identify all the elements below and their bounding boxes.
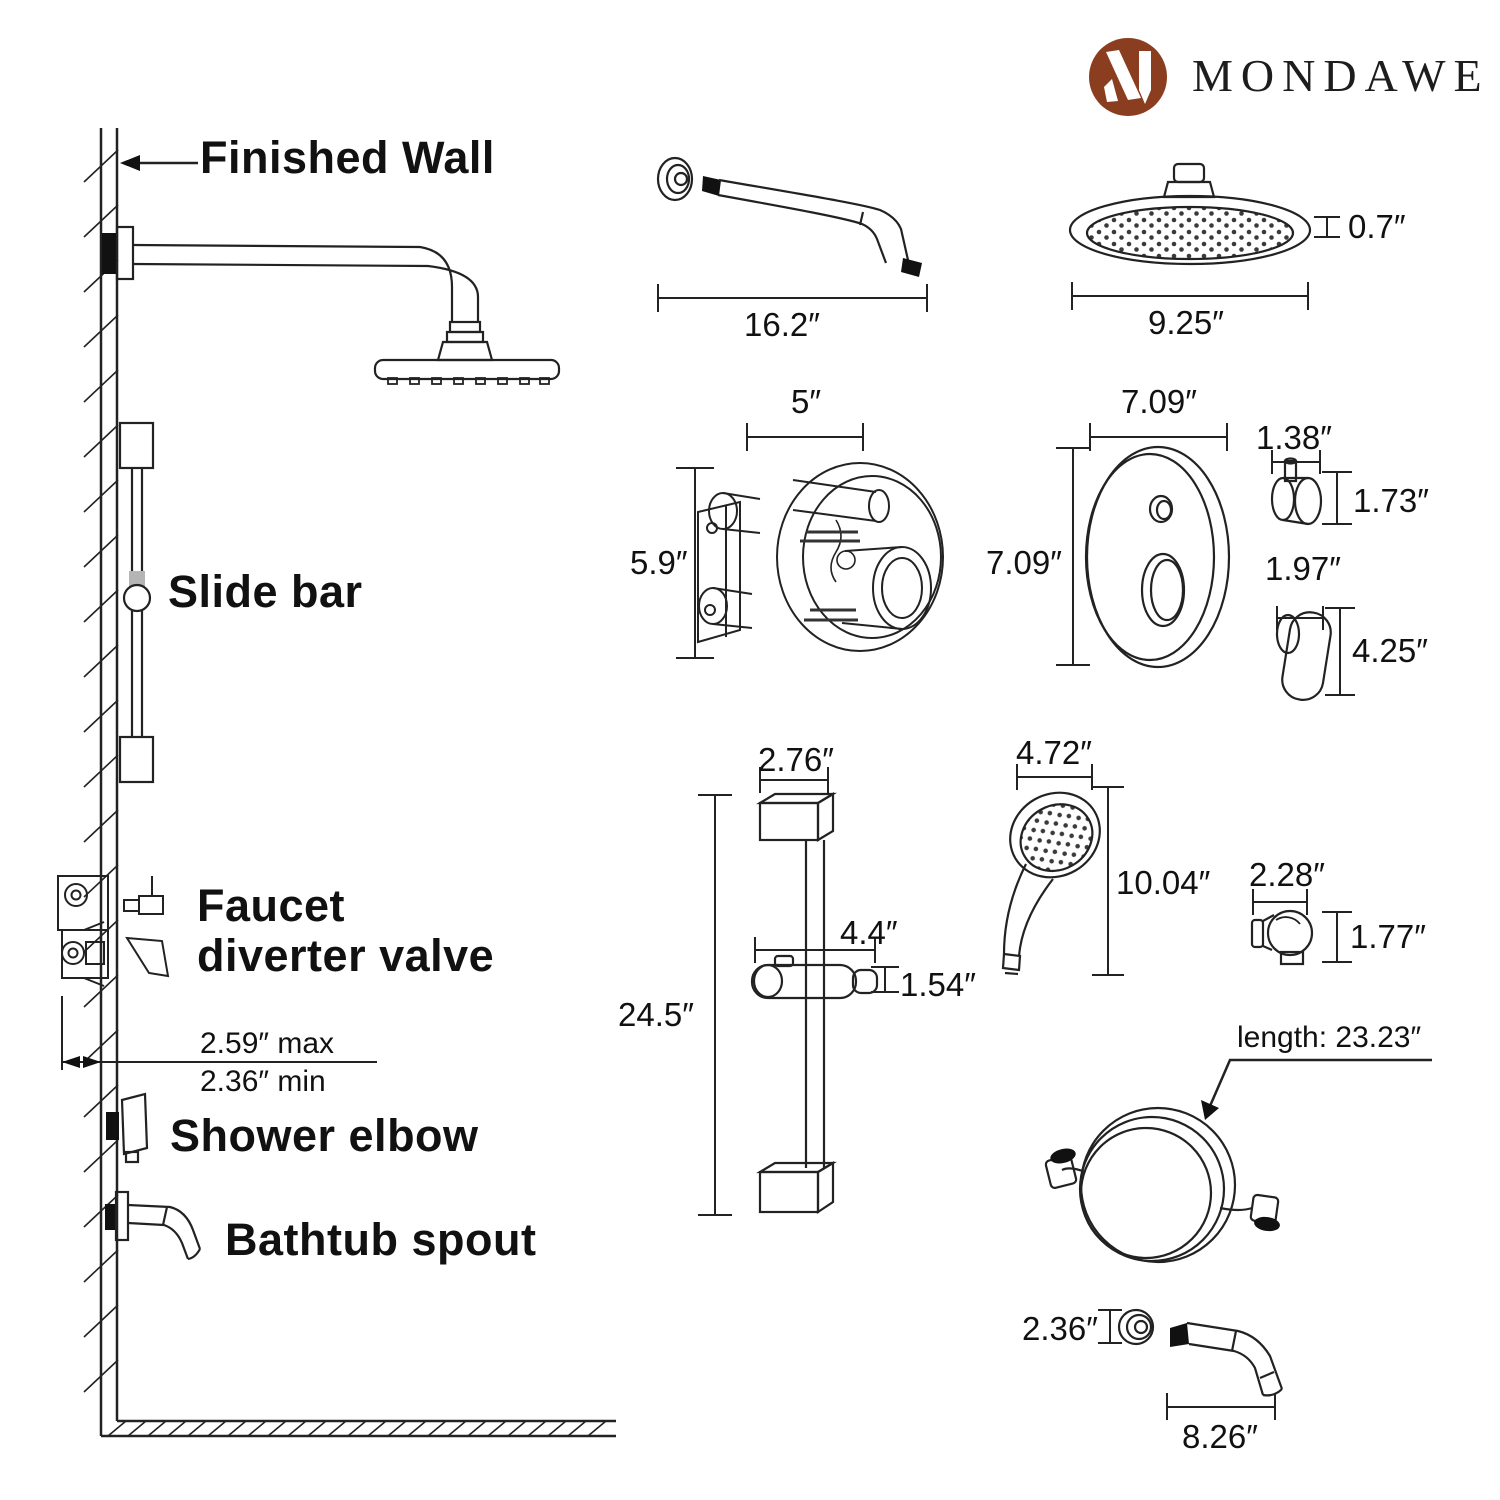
valve-height-dim: 5.9″ xyxy=(630,544,688,581)
slide-bar-height-dim: 24.5″ xyxy=(618,996,694,1033)
knob-width-dim: 1.38″ xyxy=(1256,419,1332,456)
finished-wall-arrow xyxy=(120,155,198,171)
hand-shower-drawing xyxy=(1001,791,1101,976)
rough-in-valve-dimensions xyxy=(676,423,864,659)
lever-handle-dimensions xyxy=(1276,606,1355,696)
faucet-label-line1: Faucet xyxy=(197,880,346,931)
supply-elbow-drawing xyxy=(1250,909,1314,966)
holder-height-dim: 1.54″ xyxy=(900,966,976,1003)
shower-hose-drawing xyxy=(1044,1106,1280,1264)
valve-depth-dimension xyxy=(62,1056,377,1068)
hand-shower-width-dim: 4.72″ xyxy=(1016,734,1092,771)
shower-arm-drawing xyxy=(656,156,922,277)
finished-wall-label: Finished Wall xyxy=(200,132,495,183)
shower-head-drawing xyxy=(1068,162,1312,266)
slide-bar-detail-dimensions xyxy=(698,767,899,1216)
lever-handle-drawing xyxy=(1275,611,1332,701)
slide-bar-bracket-width-dim: 2.76″ xyxy=(758,741,834,778)
wall-diverter-valve-drawing xyxy=(57,875,170,1070)
diverter-knob-dimensions xyxy=(1271,450,1352,525)
brand-name: MONDAWE xyxy=(1192,50,1490,101)
faucet-label-line2: diverter valve xyxy=(197,930,495,981)
wall-tub-spout-drawing xyxy=(105,1190,202,1261)
slide-bar-detail-drawing xyxy=(750,792,879,1215)
wall-shower-elbow-drawing xyxy=(106,1092,149,1164)
holder-width-dim: 4.4″ xyxy=(840,914,898,951)
shower-arm-length-dim: 16.2″ xyxy=(744,306,820,343)
tub-spout-dimensions xyxy=(1098,1309,1276,1420)
wall-slide-bar-drawing xyxy=(118,421,155,784)
brand-logo-icon xyxy=(1089,38,1167,116)
trim-plate-dimensions xyxy=(1056,423,1228,666)
tub-spout-detail-drawing xyxy=(1117,1308,1284,1397)
supply-elbow-dimensions xyxy=(1252,889,1352,963)
shower-elbow-label: Shower elbow xyxy=(170,1110,479,1161)
valve-width-dim: 5″ xyxy=(791,383,822,420)
hose-length-dim: length: 23.23″ xyxy=(1237,1021,1422,1054)
shower-head-thickness-dim: 0.7″ xyxy=(1348,208,1406,245)
knob-height-dim: 1.73″ xyxy=(1353,482,1429,519)
hand-shower-height-dim: 10.04″ xyxy=(1116,864,1211,901)
hand-shower-dimensions xyxy=(1016,764,1124,976)
lever-width-dim: 1.97″ xyxy=(1265,550,1341,587)
rough-in-valve-drawing xyxy=(697,462,944,652)
trim-plate-drawing xyxy=(1084,445,1231,669)
slide-bar-label: Slide bar xyxy=(168,566,363,617)
shower-head-diameter-dim: 9.25″ xyxy=(1148,304,1224,341)
valve-depth-max-label: 2.59″ max xyxy=(200,1027,335,1060)
bathtub-spout-label: Bathtub spout xyxy=(225,1214,537,1265)
shower-head-dimensions xyxy=(1071,216,1340,310)
wall-shower-arm-drawing xyxy=(102,225,561,385)
spout-flange-dim: 2.36″ xyxy=(1022,1310,1098,1347)
supply-elbow-height-dim: 1.77″ xyxy=(1350,918,1426,955)
hose-length-leader xyxy=(1201,1058,1432,1120)
trim-plate-height-dim: 7.09″ xyxy=(986,544,1062,581)
shower-arm-dimension xyxy=(657,284,928,312)
lever-height-dim: 4.25″ xyxy=(1352,632,1428,669)
trim-plate-width-dim: 7.09″ xyxy=(1121,383,1197,420)
supply-elbow-width-dim: 2.28″ xyxy=(1249,856,1325,893)
valve-depth-min-label: 2.36″ min xyxy=(200,1065,326,1098)
spout-length-dim: 8.26″ xyxy=(1182,1418,1258,1455)
diverter-knob-drawing xyxy=(1270,457,1323,526)
